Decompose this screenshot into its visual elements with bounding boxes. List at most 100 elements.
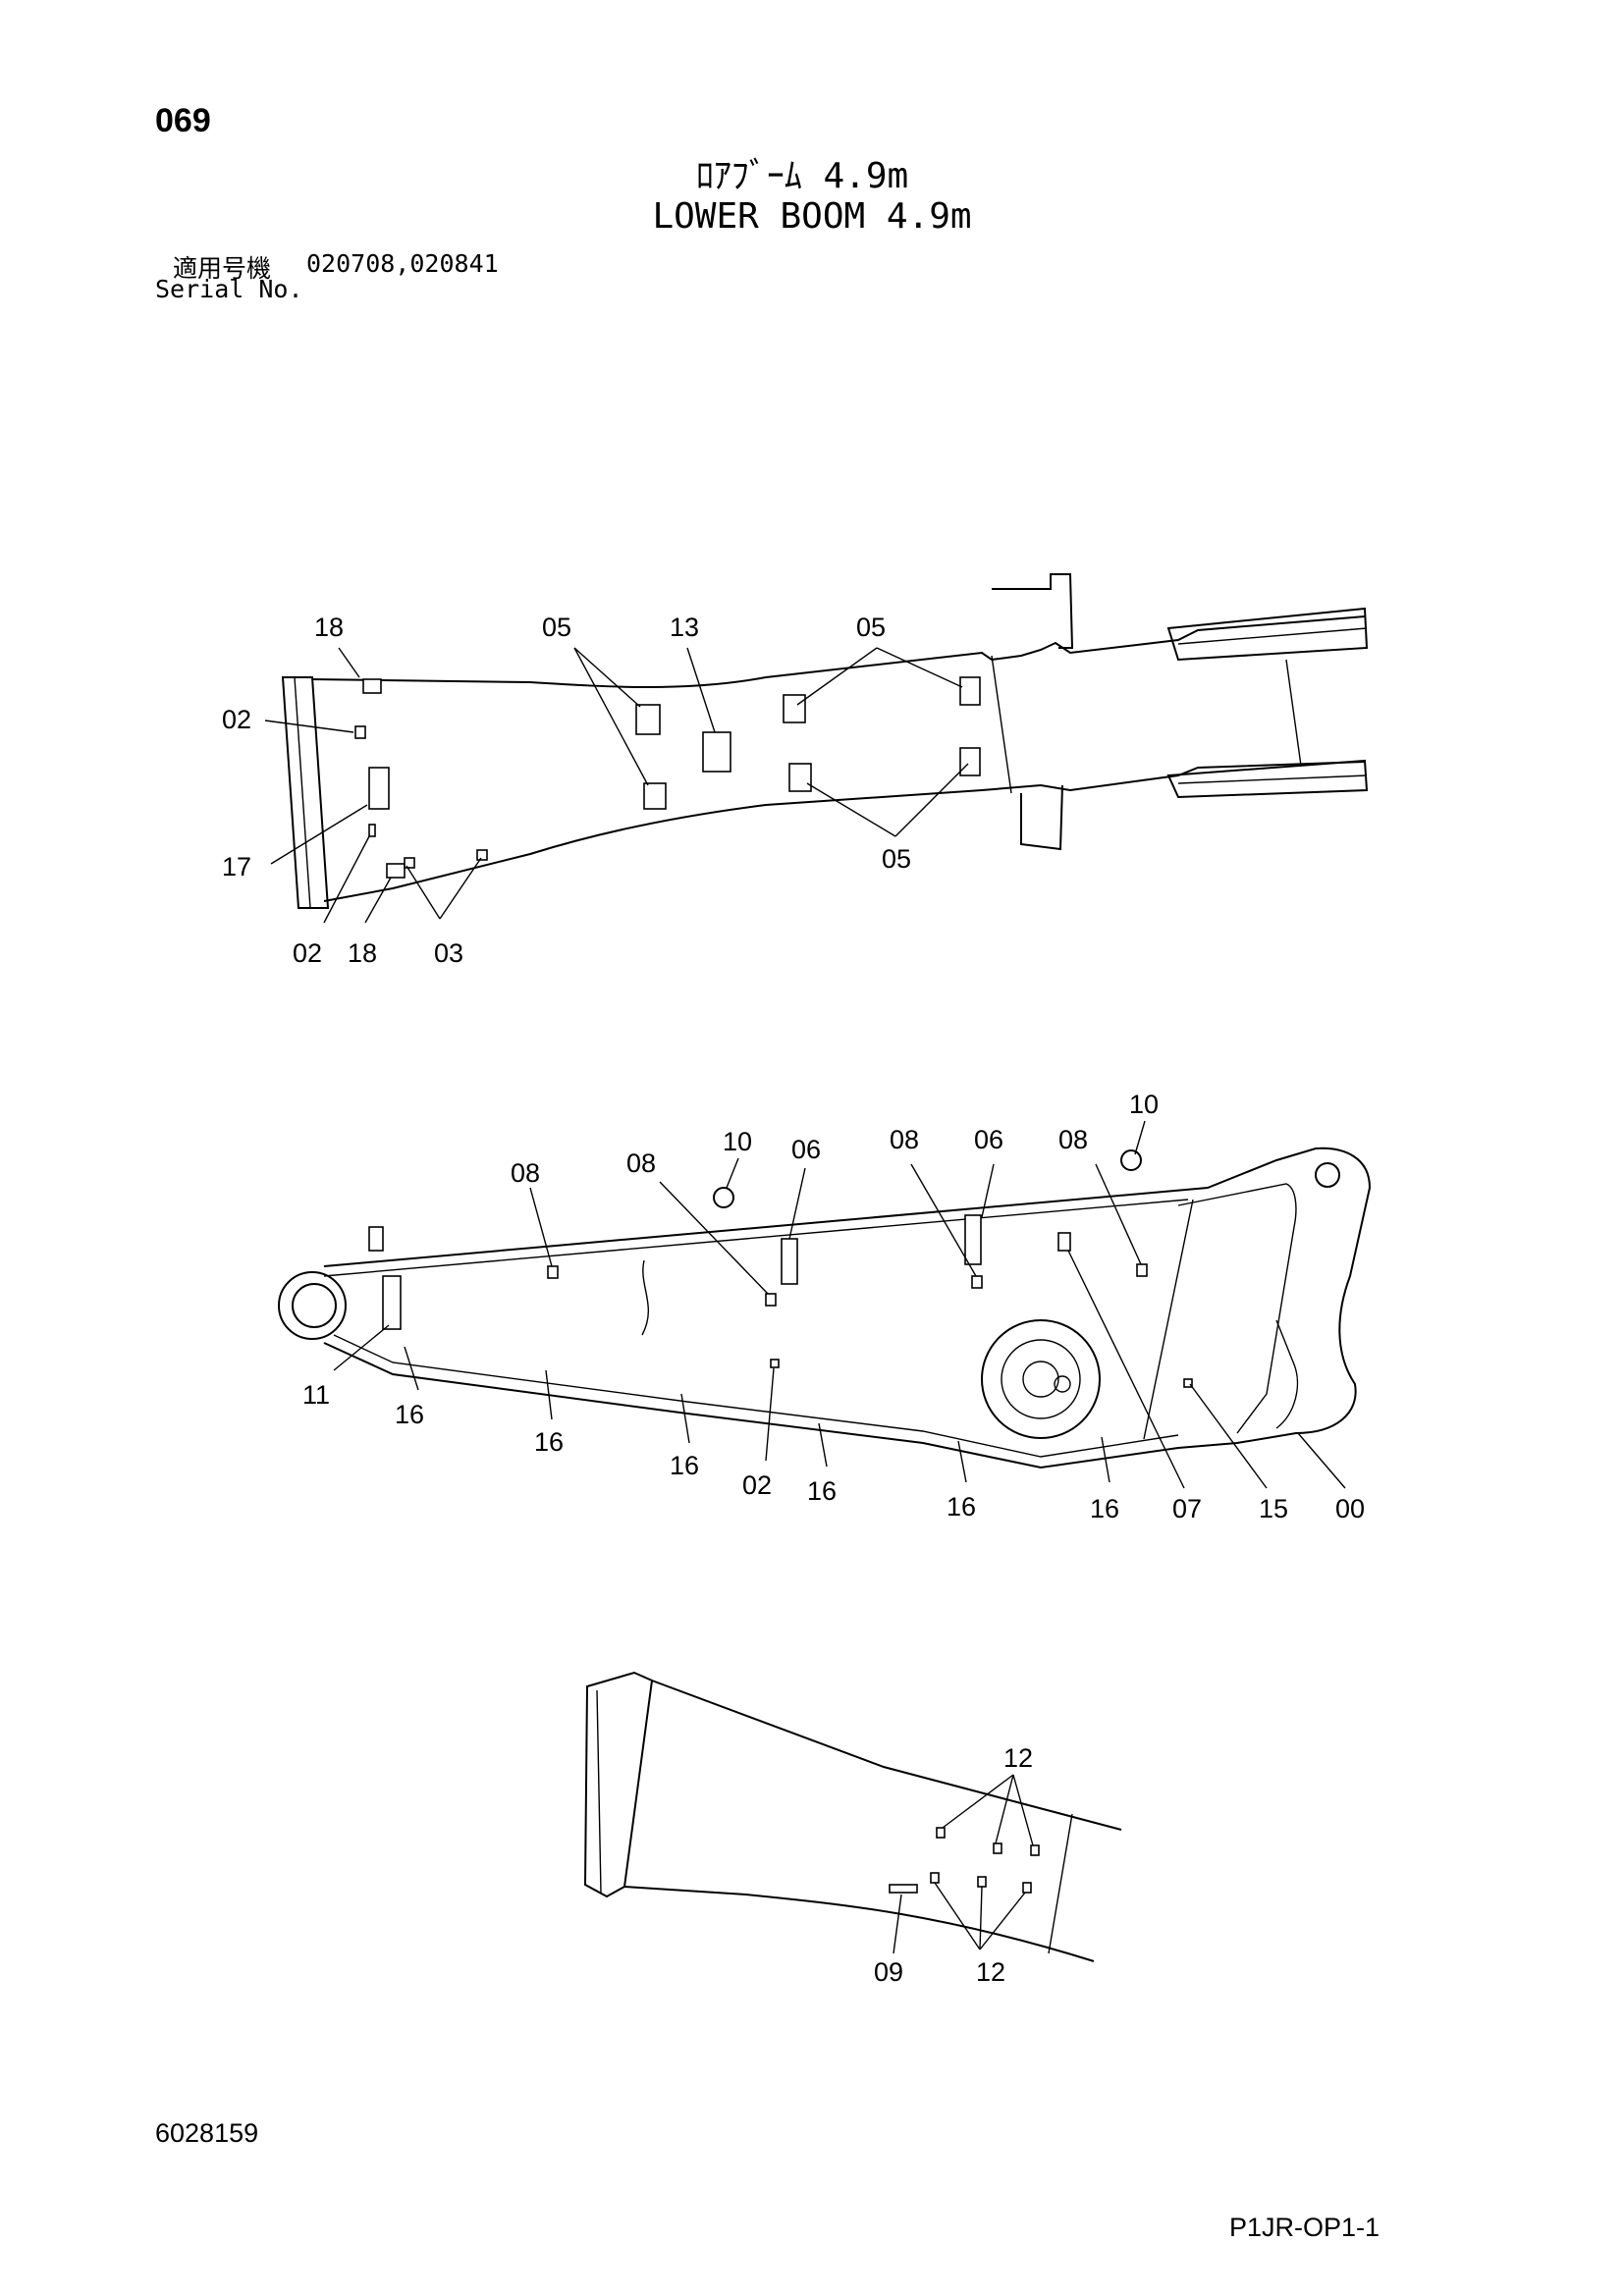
callout-label: 02 (742, 1470, 772, 1500)
leader (806, 782, 896, 837)
leader (338, 647, 360, 678)
callout-label: 05 (542, 613, 571, 642)
top-foot-pin-lower (1166, 759, 1369, 799)
top-decal-13 (702, 731, 731, 773)
callout-label: 16 (807, 1476, 837, 1506)
leader (406, 865, 441, 920)
top-decal-03a (404, 857, 415, 869)
detail-upper-edge (651, 1680, 1122, 1831)
leader (981, 1163, 995, 1218)
leader (333, 1324, 390, 1371)
leader (796, 647, 878, 706)
callout-label: 00 (1335, 1494, 1365, 1523)
leader (270, 804, 368, 865)
leader (893, 1894, 902, 1954)
callout-label: 05 (856, 613, 886, 642)
side-boss-10a (713, 1187, 734, 1208)
callout-label: 03 (434, 938, 463, 968)
side-decal-08b (765, 1293, 777, 1307)
leader (910, 1163, 977, 1277)
detail-part-12b (993, 1842, 1002, 1854)
top-upper-bracket (992, 573, 1074, 649)
top-end-plate-edge (294, 676, 311, 909)
side-lower-flange (333, 1334, 1179, 1458)
title-japanese: ﾛｱﾌﾞｰﾑ 4.9m (695, 156, 909, 196)
callout-label: 10 (723, 1127, 752, 1156)
side-boss-hole (1054, 1375, 1071, 1393)
callout-label: 08 (626, 1148, 656, 1178)
detail-part-09 (889, 1884, 918, 1894)
leader (979, 1892, 1026, 1950)
detail-lower-edge (623, 1886, 1095, 1962)
serial-label-japanese: 適用号機 (173, 254, 272, 283)
detail-view: 12 09 12 (583, 1671, 1122, 1987)
leader (876, 647, 963, 688)
side-decal-11 (382, 1275, 402, 1330)
side-view: 10 08 08 10 06 08 06 08 11 16 16 16 02 1… (278, 1090, 1372, 1523)
side-decal-15 (1183, 1378, 1193, 1388)
callout-label: 16 (1090, 1494, 1119, 1523)
side-decal-08d (1136, 1263, 1148, 1277)
side-break-mark (641, 1259, 650, 1336)
callout-label: 15 (1259, 1494, 1288, 1523)
callout-label: 02 (293, 938, 322, 968)
leader (545, 1369, 553, 1420)
leader (439, 857, 482, 920)
leader (788, 1167, 806, 1240)
side-boss-outer (981, 1319, 1101, 1439)
callout-label: 13 (670, 613, 699, 642)
callout-label: 08 (1058, 1125, 1088, 1154)
leader (726, 1157, 739, 1189)
leader (979, 1886, 983, 1950)
side-boss-mid (1001, 1339, 1081, 1419)
side-decal-08c (971, 1275, 983, 1289)
callout-label: 09 (874, 1957, 903, 1987)
top-foot-pin-upper (1166, 607, 1369, 662)
top-view: 18 05 13 05 02 17 02 18 03 05 (222, 573, 1369, 968)
side-decal-06b (964, 1214, 982, 1265)
leader (995, 1774, 1014, 1844)
callout-label: 16 (534, 1427, 564, 1457)
title-english: LOWER BOOM 4.9m (652, 196, 972, 237)
top-upper-edge (311, 615, 1366, 688)
detail-part-12e (977, 1876, 987, 1888)
callout-label: 06 (974, 1125, 1003, 1154)
leader (1095, 1163, 1142, 1265)
callout-label: 08 (511, 1158, 540, 1188)
leader (264, 720, 354, 733)
top-decal-05e (959, 676, 981, 706)
callout-label: 18 (348, 938, 377, 968)
top-decal-02b (368, 824, 376, 837)
detail-part-12c (1030, 1844, 1040, 1856)
callout-label: 12 (976, 1957, 1005, 1987)
serial-numbers: 020708,020841 (306, 249, 499, 278)
top-section-line (991, 655, 1012, 794)
detail-end-plate (583, 1671, 654, 1898)
sheet-code: P1JR-OP1-1 (1229, 2213, 1380, 2242)
callout-label: 05 (882, 844, 911, 874)
side-boss-10b (1120, 1149, 1142, 1171)
callout-label: 08 (890, 1125, 919, 1154)
detail-end-plate-edge (596, 1689, 602, 1894)
leader (1101, 1436, 1110, 1483)
callout-label: 16 (947, 1492, 976, 1522)
side-head-inner2 (1275, 1319, 1299, 1429)
callout-label: 17 (222, 852, 251, 881)
leader (659, 1181, 769, 1295)
leader (1134, 1120, 1146, 1155)
side-foot-pin-inner (292, 1283, 337, 1328)
side-decal-06a (781, 1238, 798, 1285)
callout-label: 18 (314, 613, 344, 642)
side-decal-02 (770, 1359, 780, 1368)
top-foot-cross (1285, 659, 1302, 767)
side-decal-07 (1057, 1232, 1071, 1252)
detail-section-line (1048, 1813, 1073, 1954)
leader (323, 835, 370, 924)
detail-part-12f (1022, 1882, 1032, 1894)
serial-label-english: Serial No. (155, 275, 303, 303)
page-number: 069 (155, 102, 211, 139)
leader (1189, 1383, 1268, 1489)
side-foot-pin-outer (278, 1271, 347, 1340)
top-foot-line2 (1177, 774, 1368, 784)
